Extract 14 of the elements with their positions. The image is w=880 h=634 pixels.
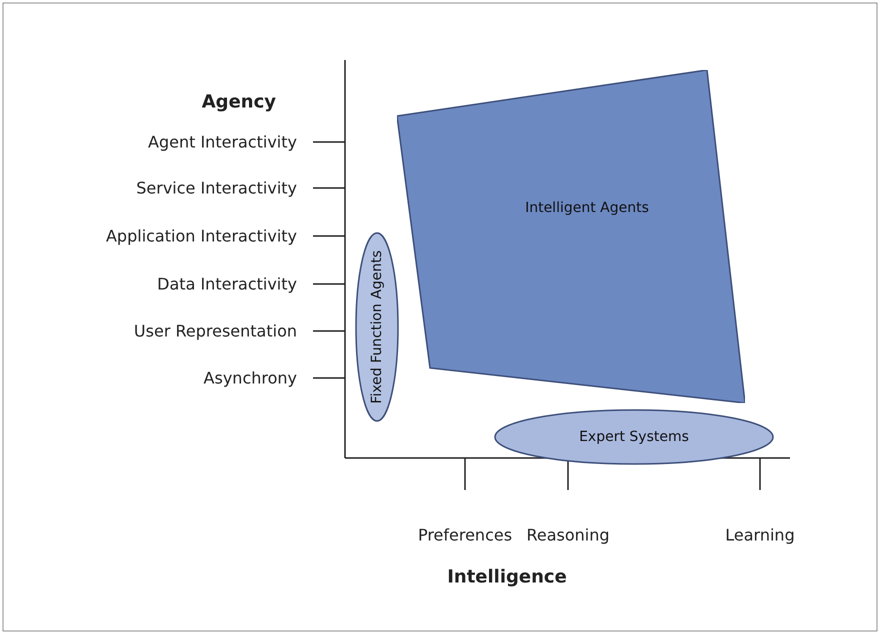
axis-tick-label: Learning bbox=[725, 526, 795, 544]
axis-title: Intelligence bbox=[447, 566, 567, 588]
region-label: Expert Systems bbox=[578, 429, 690, 445]
axis-title: Agency bbox=[202, 92, 276, 112]
axis-tick-label: Application Interactivity bbox=[106, 226, 297, 246]
axis-tick-label: Service Interactivity bbox=[136, 178, 297, 198]
region-label: Intelligent Agents bbox=[524, 200, 650, 216]
axis-tick-label: Reasoning bbox=[526, 526, 610, 544]
region-label: Fixed Function Agents bbox=[369, 250, 385, 404]
axis-tick-label: User Representation bbox=[134, 322, 297, 340]
axis-tick-label: Preferences bbox=[418, 526, 512, 544]
axis-tick-label: Agent Interactivity bbox=[148, 132, 297, 152]
axis-tick-label: Asynchrony bbox=[204, 368, 297, 388]
axis-tick-label: Data Interactivity bbox=[157, 274, 297, 294]
